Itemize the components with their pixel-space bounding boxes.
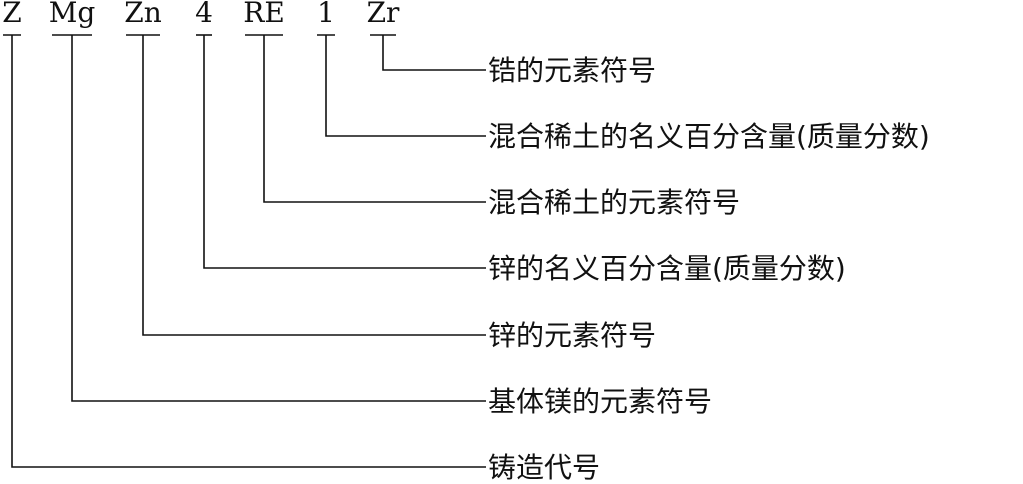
segment-zinc: Zn (124, 0, 162, 29)
label-zirconium-symbol: 锆的元素符号 (488, 54, 656, 87)
leader-magnesium (52, 34, 486, 402)
label-zinc-content: 锌的名义百分含量(质量分数) (488, 252, 846, 285)
segment-zirconium: Zr (367, 0, 400, 29)
label-rare-earth-content: 混合稀土的名义百分含量(质量分数) (488, 120, 930, 153)
label-rare-earth-symbol: 混合稀土的元素符号 (488, 186, 740, 219)
annotation-labels: 锆的元素符号 混合稀土的名义百分含量(质量分数) 混合稀土的元素符号 锌的名义百… (488, 54, 930, 484)
leader-rare-earth (245, 34, 486, 203)
segment-casting-code: Z (2, 0, 21, 29)
label-casting-code: 铸造代号 (488, 451, 600, 484)
segment-magnesium: Mg (49, 0, 96, 29)
segment-zinc-content: 4 (195, 0, 213, 29)
leader-zinc (126, 34, 486, 336)
leader-zinc-content (196, 34, 486, 269)
label-zinc-symbol: 锌的元素符号 (488, 319, 656, 352)
segment-rare-earth-content: 1 (317, 0, 335, 29)
leader-rare-earth-content (317, 34, 486, 137)
designation-segments: Z Mg Zn 4 RE 1 Zr (2, 0, 400, 29)
segment-rare-earth: RE (243, 0, 285, 29)
leader-zirconium (370, 34, 486, 71)
leader-lines (3, 34, 486, 468)
label-magnesium-symbol: 基体镁的元素符号 (488, 385, 712, 418)
leader-casting-code (3, 34, 486, 468)
